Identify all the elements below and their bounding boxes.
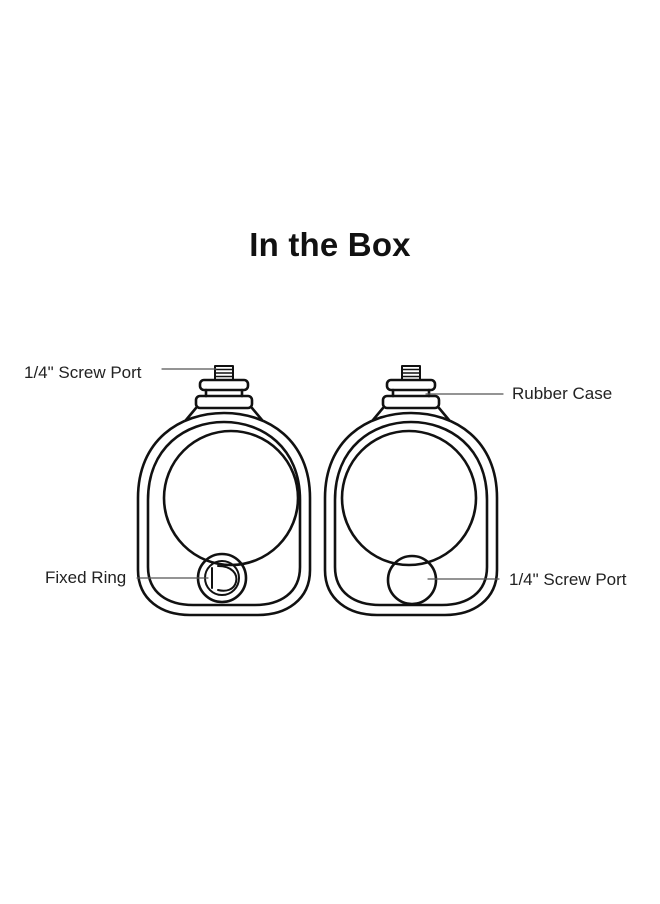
left-screw-stud: [214, 365, 234, 381]
left-window-circle: [162, 429, 300, 567]
right-rubber-base: [371, 378, 451, 422]
right-mount-outer-shell: [323, 411, 499, 617]
right-screw-port-circle: [386, 554, 438, 606]
right-screw-stud: [401, 365, 421, 381]
label-right-screw-port: 1/4" Screw Port: [509, 570, 627, 589]
right-window-circle: [340, 429, 478, 567]
left-mount-outer-shell: [136, 411, 312, 617]
label-fixed-ring: Fixed Ring: [45, 568, 127, 587]
left-mount-inner-shell: [146, 420, 302, 607]
right-mount-inner-shell: [333, 420, 489, 607]
page-title: In the Box: [249, 226, 411, 263]
label-rubber-case: Rubber Case: [512, 384, 613, 403]
label-left-screw-port: 1/4" Screw Port: [24, 363, 142, 382]
leader-lines: [136, 368, 504, 580]
left-rubber-base: [184, 378, 264, 422]
right-mount: [323, 365, 499, 617]
